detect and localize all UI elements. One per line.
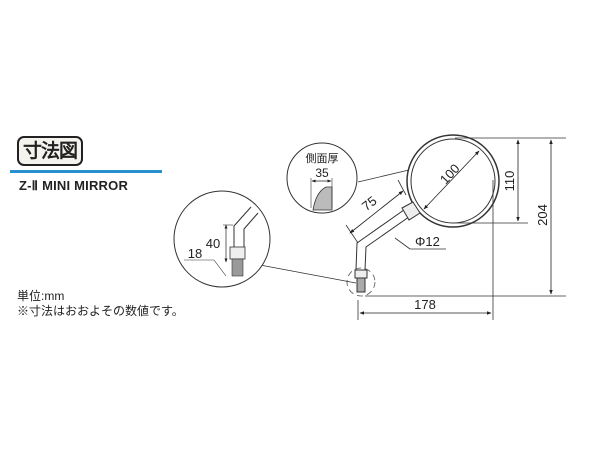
- base-detail: 40 18: [173, 190, 271, 288]
- dim-total-height: 204: [535, 204, 550, 226]
- dim-arm-length: 75: [359, 193, 380, 214]
- dimension-arrows: [349, 139, 553, 315]
- side-thickness-detail: 側面厚 35: [286, 142, 358, 214]
- disclaimer-note: ※寸法はおおよその数値です。: [17, 304, 184, 318]
- extension-lines: [259, 137, 566, 320]
- title-divider: [10, 170, 162, 173]
- model-name: Z-Ⅱ MINI MIRROR: [19, 178, 129, 193]
- dim-mirror-height: 110: [502, 171, 517, 192]
- detail-callout-marker: [346, 267, 376, 297]
- dim-base-height: 40: [206, 236, 220, 251]
- unit-note: 単位:mm: [17, 289, 65, 303]
- mirror-arm: [354, 201, 421, 293]
- dim-total-width: 178: [414, 297, 436, 312]
- side-thickness-label: 側面厚: [306, 152, 339, 165]
- dim-base-thread: 18: [188, 246, 202, 261]
- dim-mirror-diameter: 100: [437, 161, 463, 187]
- section-title: 寸法図: [17, 136, 83, 166]
- notes: 単位:mm ※寸法はおおよその数値です。: [17, 289, 184, 319]
- mirror-head: [406, 134, 500, 228]
- dim-arm-diameter: Φ12: [415, 234, 440, 249]
- dim-side-thickness: 35: [315, 166, 329, 180]
